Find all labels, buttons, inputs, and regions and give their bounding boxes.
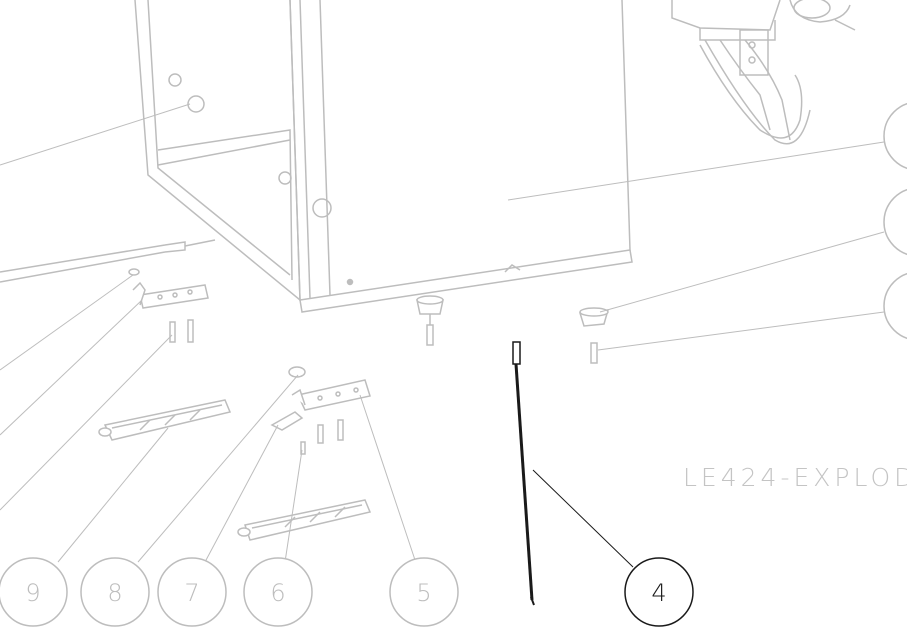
slide-rail-center (237, 499, 372, 541)
foot-center (416, 295, 444, 346)
callout-9-label: 9 (25, 579, 40, 607)
callout-7-label: 7 (184, 579, 199, 607)
callout-7: 7 (157, 557, 227, 627)
callout-6: 6 (243, 557, 313, 627)
callout-5-label: 5 (416, 579, 431, 607)
callout-4-label: 4 (651, 579, 666, 607)
partial-callouts (883, 103, 907, 339)
slide-rail-left (98, 399, 232, 441)
callout-5: 5 (389, 557, 459, 627)
callout-8-label: 8 (107, 579, 122, 607)
upper-right-assembly (671, 0, 856, 145)
side-rail-rod (0, 239, 216, 283)
drawing-label: LE424-EXPLODED (683, 463, 907, 492)
callout-6-label: 6 (270, 579, 285, 607)
cabinet-body (134, 0, 633, 313)
highlighted-rod (512, 341, 535, 606)
hinge-bracket-upper (128, 268, 209, 343)
foot-right (579, 307, 610, 364)
callout-4: 4 (624, 557, 694, 627)
callout-9: 9 (0, 557, 68, 627)
leader-line-4 (532, 469, 634, 568)
hinge-bracket-center (270, 366, 371, 455)
callout-8: 8 (80, 557, 150, 627)
leader-lines (0, 103, 885, 563)
